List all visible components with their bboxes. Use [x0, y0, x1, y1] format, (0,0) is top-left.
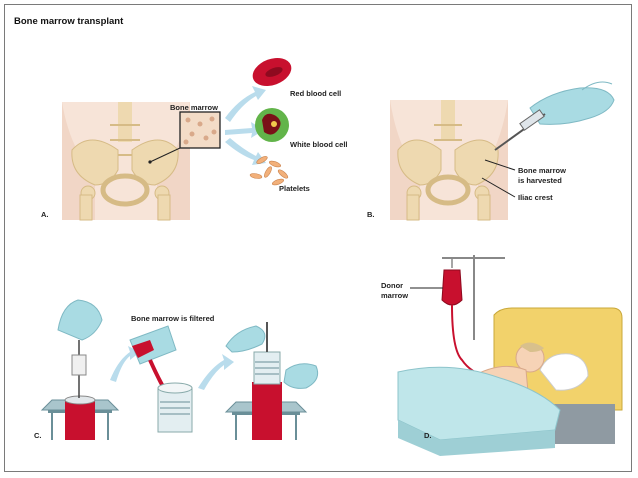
red-blood-cell-label: Red blood cell — [290, 89, 342, 98]
donor-line-1: Donor — [381, 281, 404, 290]
platelets-cluster — [249, 156, 289, 186]
panel-c-letter: C. — [34, 431, 42, 440]
iv-pole — [442, 255, 505, 340]
stand-2 — [224, 322, 319, 440]
stand-1 — [40, 299, 120, 440]
iliac-crest-label: Iliac crest — [518, 193, 553, 202]
panel-d-letter: D. — [424, 431, 432, 440]
filtered-label: Bone marrow is filtered — [131, 314, 215, 323]
filter-arrow-1 — [110, 346, 140, 382]
pelvis-torso-a — [62, 102, 190, 221]
iliac-pointer — [481, 177, 516, 198]
harvested-line-2: is harvested — [518, 176, 562, 185]
pouring-beaker — [129, 325, 177, 393]
marrow-inset — [148, 111, 221, 164]
panel-b — [390, 81, 615, 221]
panel-c — [40, 299, 319, 440]
red-blood-cell — [252, 57, 292, 87]
harvest-hand — [494, 81, 615, 151]
pelvis-torso-b — [390, 100, 508, 221]
figure-title: Bone marrow transplant — [14, 16, 124, 27]
panel-a-letter: A. — [41, 210, 49, 219]
harvest-pointer — [484, 159, 516, 171]
bed-sheet — [397, 366, 561, 441]
cell-arrows — [225, 86, 266, 165]
filter-canister — [157, 382, 193, 433]
figure-frame — [4, 4, 632, 472]
panel-a — [62, 57, 292, 221]
bone-marrow-label: Bone marrow — [170, 103, 218, 112]
white-blood-cell — [255, 108, 289, 142]
sheet-edge — [398, 420, 555, 456]
filter-arrow-2 — [198, 354, 234, 390]
harvested-line-1: Bone marrow — [518, 166, 566, 175]
panel-b-letter: B. — [367, 210, 375, 219]
panel-d — [397, 255, 623, 456]
platelets-label: Platelets — [279, 184, 310, 193]
donor-marrow-bag — [410, 269, 489, 379]
white-blood-cell-label: White blood cell — [290, 140, 348, 149]
donor-line-2: marrow — [381, 291, 409, 300]
